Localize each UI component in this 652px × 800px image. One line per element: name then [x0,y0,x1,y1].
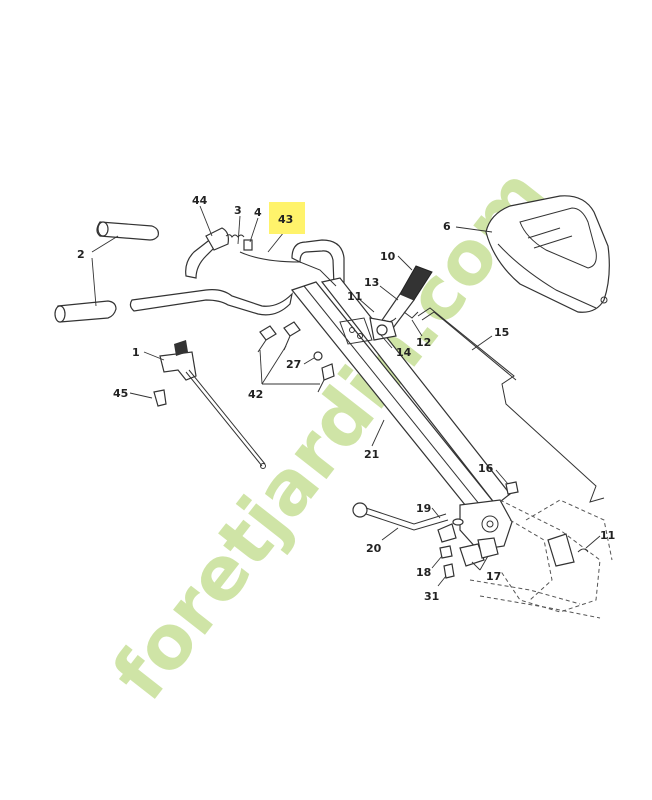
bolts [257,321,335,393]
callout-3: 3 [234,204,242,217]
handle-grip-lower [54,300,117,323]
highlight-box-43 [269,202,305,234]
callout-31: 31 [424,590,439,603]
callout-45: 45 [113,387,128,400]
control-lever [185,227,337,287]
callout-labels: 44 3 4 43 2 6 10 13 11 12 14 15 1 27 42 … [77,194,615,603]
leader-lines [91,205,601,587]
callout-21: 21 [364,448,379,461]
handlebar [129,239,345,316]
transmission-outline [469,499,613,619]
callout-17: 17 [486,570,501,583]
callout-14: 14 [396,346,412,359]
callout-43: 43 [278,213,293,226]
callout-20: 20 [366,542,382,555]
throttle-bracket [153,340,266,469]
callout-27: 27 [286,358,301,371]
callout-15: 15 [494,326,509,339]
callout-12: 12 [416,336,431,349]
callout-44: 44 [192,194,208,207]
callout-2: 2 [77,248,85,261]
callout-16: 16 [478,462,494,475]
callout-18: 18 [416,566,431,579]
callout-6: 6 [443,220,451,233]
callout-1: 1 [132,346,140,359]
callout-13: 13 [364,276,379,289]
handle-frame [290,277,513,551]
gear-lever [339,265,433,345]
callout-4: 4 [254,206,262,219]
callout-10: 10 [380,250,396,263]
control-rod [417,307,605,503]
callout-11-upper: 11 [347,290,362,303]
engine-cover [485,195,610,313]
callout-42: 42 [248,388,263,401]
callout-19: 19 [416,502,431,515]
handle-grip-upper [96,221,159,241]
shift-linkage [352,481,519,579]
callout-11-lower: 11 [600,529,615,542]
